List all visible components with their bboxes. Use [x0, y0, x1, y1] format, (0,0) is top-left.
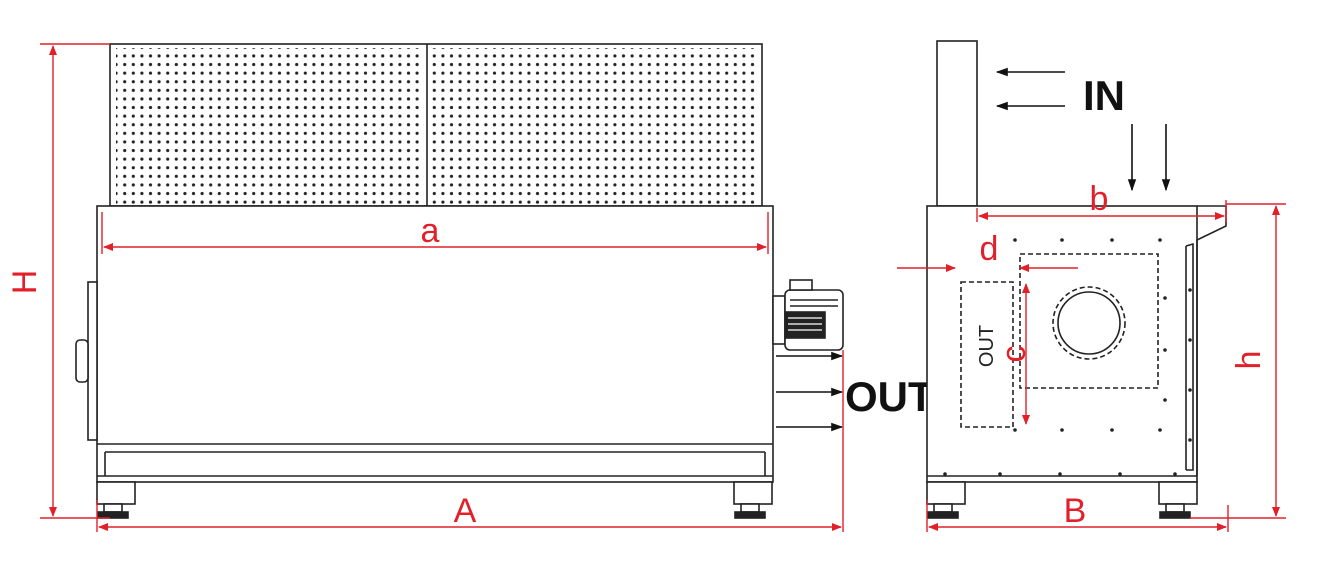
front-body — [96, 205, 774, 483]
side-feet — [926, 481, 1198, 519]
fan-outlet — [1052, 286, 1126, 360]
in-arrows — [995, 67, 1171, 192]
in-label: IN — [1083, 72, 1125, 119]
dim-a-label: a — [421, 212, 440, 250]
rivets — [943, 238, 1192, 476]
outlet-opening — [960, 281, 1014, 428]
dim-d-label: d — [980, 230, 999, 268]
side-dimensions — [897, 200, 1286, 532]
front-view — [75, 43, 844, 519]
dim-A-label: A — [454, 492, 477, 530]
side-view — [926, 40, 1227, 519]
front-feet — [96, 481, 773, 519]
side-handle — [75, 281, 98, 441]
out-label: OUT — [845, 373, 934, 420]
out-arrows — [776, 351, 844, 432]
side-panel-column — [936, 40, 978, 207]
dim-B-label: B — [1064, 492, 1087, 530]
dim-h-label: h — [1230, 351, 1268, 370]
dim-c-label: c — [995, 346, 1033, 363]
dim-b-label: b — [1090, 180, 1109, 218]
front-dimensions — [40, 43, 844, 532]
perforated-panel — [109, 43, 763, 207]
dim-H-label: H — [6, 270, 44, 295]
outlet-mark: OUT — [976, 325, 998, 367]
side-body — [926, 205, 1198, 483]
motor — [772, 279, 844, 351]
fan-plate — [1019, 253, 1159, 389]
